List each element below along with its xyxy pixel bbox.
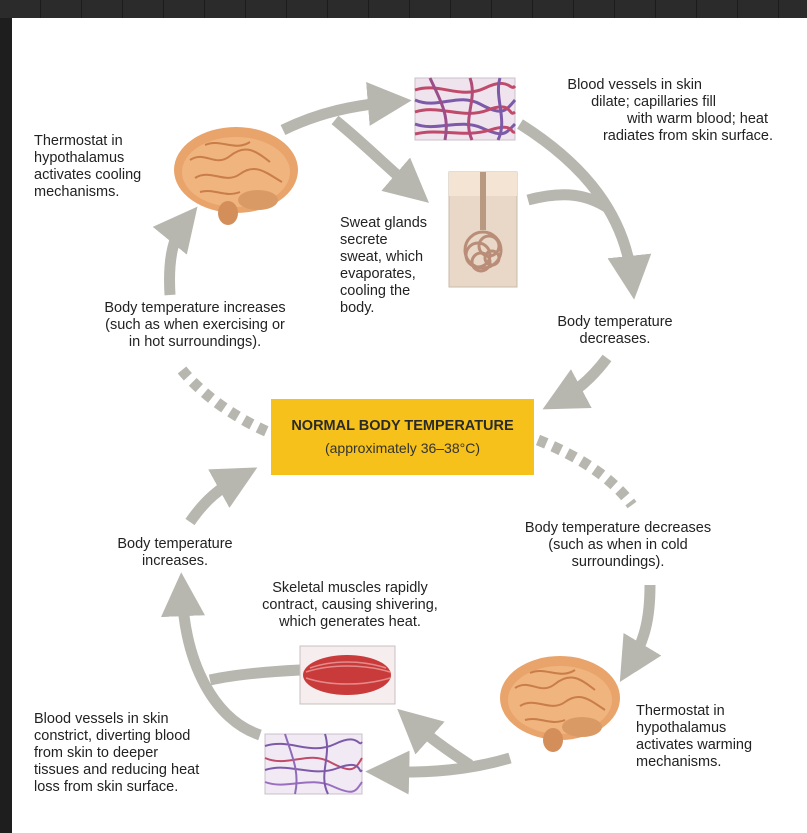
arrow-brain-to-vessels-bottom (385, 758, 510, 772)
dashed-hot-disturbance (182, 370, 268, 432)
brain-bottom-image (500, 656, 620, 752)
brain-top-image (174, 127, 298, 225)
label-temp-decreases-top: Body temperature decreases. (545, 314, 685, 348)
label-skeletal-muscles: Skeletal muscles rapidly contract, causi… (250, 580, 450, 631)
label-temp-increases-hot: Body temperature increases (such as when… (90, 300, 300, 351)
arrow-decrease-to-normal (560, 358, 607, 400)
center-box-title: NORMAL BODY TEMPERATURE (291, 418, 513, 434)
label-temp-increases-bottom: Body temperature increases. (105, 536, 245, 570)
label-thermostat-cooling: Thermostat in hypothalamus activates coo… (34, 133, 141, 201)
dilated-vessels-image (415, 78, 515, 140)
label-sweat-glands: Sweat glands secrete sweat, which evapor… (340, 215, 427, 317)
label-temp-decreases-cold: Body temperature decreases (such as when… (513, 520, 723, 571)
arrow-brain-to-muscle (412, 722, 470, 765)
center-box-subtitle: (approximately 36–38°C) (325, 440, 480, 456)
dashed-cold-disturbance (538, 440, 632, 505)
arrow-sweat-to-decrease (528, 195, 608, 208)
constricted-vessels-image (265, 734, 362, 794)
arrow-muscle-to-increase (210, 670, 300, 680)
arrow-temp-up-to-brain (170, 222, 185, 295)
normal-body-temperature-box: NORMAL BODY TEMPERATURE (approximately 3… (271, 399, 534, 475)
label-thermostat-warming: Thermostat in hypothalamus activates war… (636, 703, 752, 771)
sweat-gland-image (449, 172, 517, 287)
arrow-normal-fallback-up (190, 477, 240, 522)
label-vessels-constrict: Blood vessels in skin constrict, diverti… (34, 711, 199, 796)
label-vessels-dilate: Blood vessels in skin dilate; capillarie… (520, 77, 773, 145)
muscle-image (300, 646, 395, 704)
arrow-cold-to-brain (630, 585, 650, 665)
arrow-brain-to-sweat (335, 120, 414, 190)
